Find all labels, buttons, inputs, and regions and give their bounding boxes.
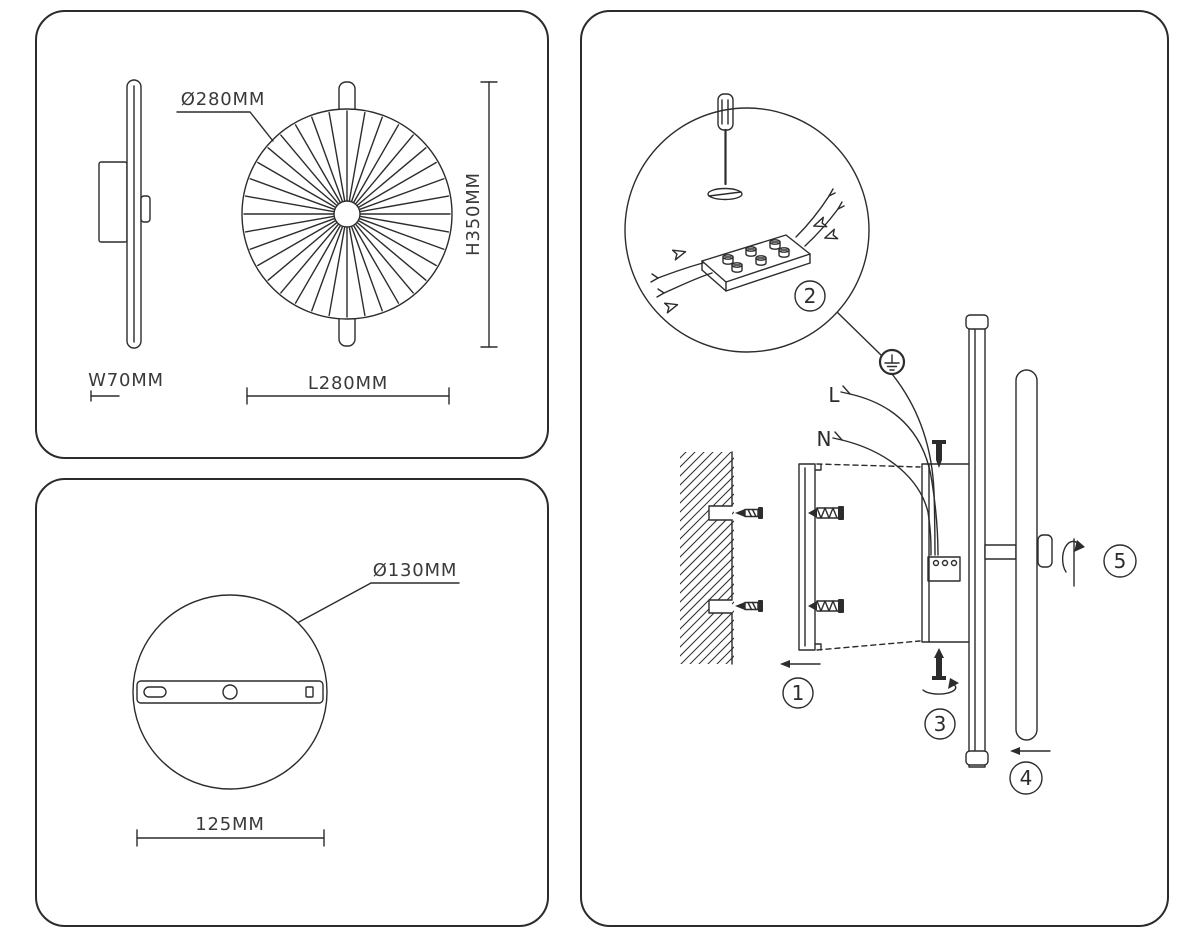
wall-slot-top [708, 505, 733, 521]
mounting-plate-drawing [132, 594, 328, 790]
installation-panel: L N [580, 10, 1169, 927]
supply-wires [832, 373, 939, 556]
step-3-badge: 3 [924, 708, 956, 740]
terminal-block-drawing [701, 234, 811, 292]
ground-symbol-icon [836, 311, 906, 376]
mounting-plate-panel: Ø130MM 125MM [35, 478, 549, 927]
plate-spacing-label: 125MM [195, 814, 264, 835]
lamp-side-view-drawing [98, 79, 151, 349]
mounting-bracket-drawing [798, 463, 822, 651]
neutral-wire-label: N [817, 427, 832, 451]
plate-diameter-label: Ø130MM [373, 560, 457, 581]
alignment-guide-bottom [816, 640, 921, 651]
light-tube [1015, 369, 1038, 741]
svg-text:2: 2 [804, 284, 817, 308]
screw-head-top-view [707, 187, 743, 201]
connection-detail-circle [624, 93, 870, 353]
alignment-guide-top [816, 463, 921, 468]
width-label: W70MM [88, 370, 164, 391]
plate-spacing-dimension: 125MM [136, 814, 325, 847]
wall-slot-bottom [708, 599, 733, 614]
detail-wires-left [650, 246, 713, 314]
height-dimension: H350MM [463, 81, 498, 348]
wall-screw-bottom-icon [734, 599, 764, 613]
wall-drawing [680, 451, 734, 665]
width-dimension: W70MM [88, 370, 164, 402]
adjustment-knob-drawing [1037, 534, 1085, 587]
diameter-label: Ø280MM [181, 89, 265, 110]
svg-text:4: 4 [1020, 766, 1033, 790]
detail-wires-right [795, 188, 845, 247]
lamp-front-view-drawing [241, 81, 453, 347]
svg-text:1: 1 [792, 681, 805, 705]
screwdriver-icon [717, 93, 734, 186]
wall-screw-top-icon [734, 506, 764, 520]
step-2-badge: 2 [794, 280, 826, 312]
wall-hatching [680, 452, 734, 664]
plate-diameter-dimension: Ø130MM [298, 560, 460, 623]
canopy-screw-bottom-icon [922, 648, 959, 695]
height-label: H350MM [463, 172, 484, 256]
live-wire-label: L [828, 383, 840, 407]
dimensions-panel: W70MM Ø280MM H350MM [35, 10, 549, 459]
step-5-badge: 5 [1103, 544, 1137, 578]
length-label: L280MM [308, 373, 388, 394]
length-dimension: L280MM [246, 373, 450, 405]
svg-text:3: 3 [934, 712, 947, 736]
step1-arrow [780, 660, 821, 668]
canopy-drawing [921, 463, 975, 643]
svg-text:5: 5 [1114, 549, 1127, 573]
front-diameter-dimension: Ø280MM [176, 89, 274, 142]
pleated-shade-spokes [243, 110, 451, 318]
step-4-badge: 4 [1009, 761, 1043, 795]
lamp-body-drawing [965, 314, 1038, 768]
canopy-screw-top-icon [932, 440, 946, 468]
step4-arrow [1010, 747, 1051, 755]
step-1-badge: 1 [782, 677, 814, 709]
